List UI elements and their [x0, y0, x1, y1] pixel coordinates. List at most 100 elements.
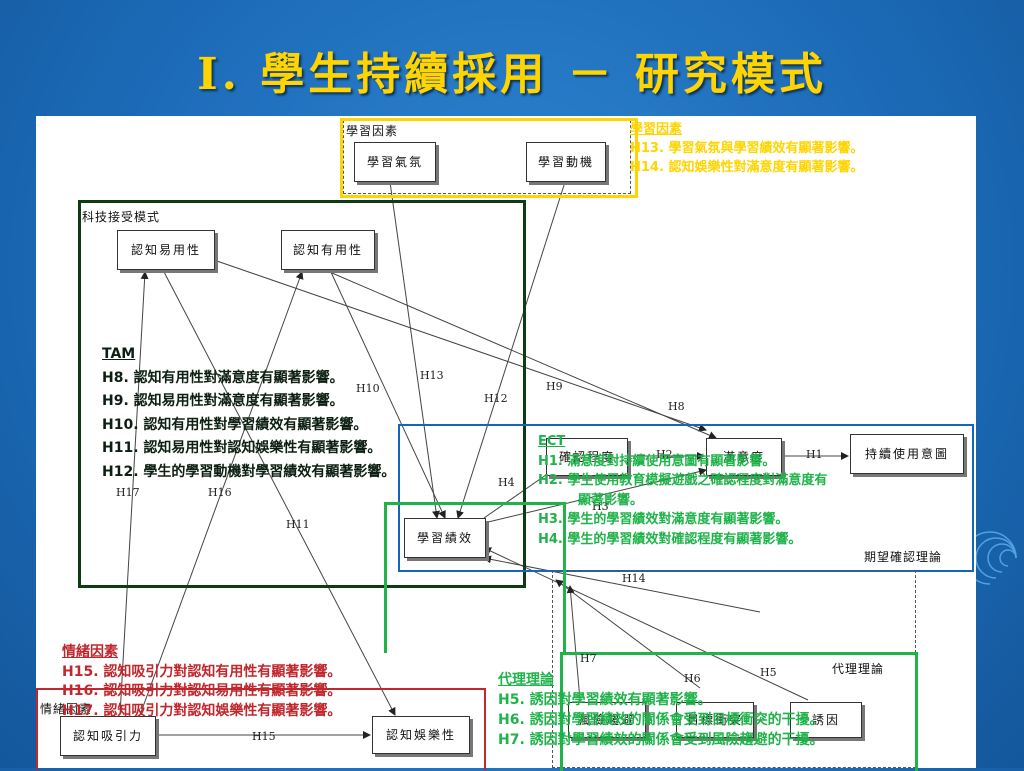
note-emotion-num-2: H17. — [62, 702, 99, 719]
region-label-tam: 科技接受模式 — [82, 208, 161, 225]
note-agency-num-0: H5. — [498, 692, 525, 708]
region-ect — [398, 424, 974, 572]
note-tam-num-2: H10. — [102, 416, 139, 433]
box-continuance: 持續使用意圖 — [850, 434, 964, 474]
note-agency-text-2: 誘因對學習績效的關係會受到風險趨避的干擾。 — [529, 732, 824, 748]
edge-label-h17: H17 — [116, 486, 140, 499]
note-tam-heading: TAM — [102, 346, 136, 362]
note-learning: 學習因素 H13. 學習氣氛與學習績效有顯著影響。 H14. 認知娛樂性對滿意度… — [630, 120, 863, 177]
edge-label-h15: H15 — [252, 730, 276, 743]
edge-label-h1: H1 — [806, 448, 823, 461]
note-ect-text-4: 學生的學習績效對確認程度有顯著影響。 — [567, 531, 802, 547]
note-agency: 代理理論 H5. 誘因對學習績效有顯著影響。 H6. 誘因對學習績效的關係會受到… — [498, 670, 824, 750]
region-emotion — [36, 688, 486, 770]
region-label-learning: 學習因素 — [346, 122, 399, 139]
note-agency-text-1: 誘因對學習績效的關係會受到目標衝突的干擾。 — [529, 712, 824, 728]
box-attraction: 認知吸引力 — [60, 716, 156, 756]
edge-h11 — [162, 269, 396, 716]
edge-h13 — [389, 181, 440, 519]
box-performance: 學習績效 — [404, 518, 486, 558]
box-enjoyment: 認知娛樂性 — [372, 716, 470, 754]
edge-label-h6: H6 — [684, 672, 701, 685]
note-ect-num-0: H1. — [538, 453, 563, 469]
note-ect-text-3: 學生的學習績效對滿意度有顯著影響。 — [567, 512, 789, 527]
edge-label-h9: H9 — [546, 380, 563, 393]
edge-label-h11: H11 — [286, 518, 310, 531]
region-label-emotion: 情緒因素 — [40, 700, 93, 717]
edge-h7 — [566, 585, 581, 701]
note-emotion-num-1: H16. — [62, 683, 99, 699]
note-agency-heading: 代理理論 — [498, 672, 554, 688]
note-ect: ECT H1. 滿意度對持續使用意圖有顯著影響。 H2. 學生使用教育模擬遊戲之… — [538, 432, 827, 549]
edge-label-h4: H4 — [498, 476, 515, 489]
region-green-path — [384, 502, 566, 653]
edge-h17 — [119, 271, 149, 716]
note-tam-text-0: 認知有用性對滿意度有顯著影響。 — [133, 369, 344, 386]
note-ect-text-1: 學生使用教育模擬遊戲之確認程度對滿意度有 — [567, 473, 828, 488]
region-label-agency: 代理理論 — [832, 660, 885, 677]
edge-label-h2: H2 — [656, 448, 673, 461]
note-agency-text-0: 誘因對學習績效有顯著影響。 — [529, 692, 712, 708]
diagram-panel — [36, 116, 976, 768]
edge-h3 — [483, 467, 707, 524]
edge-label-h14: H14 — [622, 572, 646, 585]
edge-label-h8: H8 — [668, 400, 685, 413]
edge-h14 — [483, 555, 761, 613]
edge-label-h10: H10 — [356, 382, 380, 395]
note-ect-num-4: H4. — [538, 531, 563, 547]
box-atmosphere: 學習氣氛 — [354, 142, 436, 182]
note-tam-num-3: H11. — [102, 440, 139, 456]
region-learning-highlight — [340, 118, 638, 198]
edge-label-h5: H5 — [760, 666, 777, 679]
region-tam — [78, 200, 526, 588]
note-tam-num-4: H12. — [102, 463, 139, 480]
edge-label-h3: H3 — [592, 500, 609, 513]
note-emotion: 情緒因素 H15. 認知吸引力對認知有用性有顯著影響。 H16. 認知吸引力對認… — [62, 643, 341, 721]
edge-label-h16: H16 — [208, 486, 232, 499]
edge-h10 — [329, 269, 446, 519]
note-learning-text-0: 學習氣氛與學習績效有顯著影響。 — [668, 141, 864, 156]
note-tam-num-0: H8. — [102, 369, 129, 386]
box-usefulness: 認知有用性 — [281, 230, 375, 270]
note-emotion-text-1: 認知吸引力對認知易用性有顯著影響。 — [103, 683, 342, 699]
edge-h16 — [139, 271, 304, 716]
box-risk: 風險趨避 — [568, 702, 646, 738]
edge-h6 — [555, 579, 701, 689]
box-ease: 認知易用性 — [117, 230, 215, 270]
note-emotion-text-2: 認知吸引力對認知娛樂性有顯著影響。 — [103, 702, 342, 719]
slide-title: I. 學生持續採用 － 研究模式 — [197, 49, 827, 100]
box-confirmation: 確認程度 — [546, 438, 628, 476]
note-tam-text-4: 學生的學習動機對學習績效有顯著影響。 — [143, 463, 396, 480]
note-agency-num-1: H6. — [498, 712, 525, 728]
note-tam: TAM H8. 認知有用性對滿意度有顯著影響。 H9. 認知易用性對滿意度有顯著… — [102, 343, 395, 484]
box-goal: 目標衝突 — [676, 702, 754, 738]
note-tam-num-1: H9. — [102, 393, 129, 409]
note-tam-text-1: 認知易用性對滿意度有顯著影響。 — [133, 393, 344, 409]
note-learning-num-0: H13. — [630, 141, 664, 156]
edge-label-h13: H13 — [420, 369, 444, 382]
note-learning-num-1: H14. — [630, 160, 664, 175]
region-label-ect: 期望確認理論 — [864, 548, 943, 565]
note-ect-num-1: H2. — [538, 473, 563, 488]
note-tam-text-3: 認知易用性對認知娛樂性有顯著影響。 — [143, 440, 382, 456]
box-incentive: 誘因 — [790, 702, 862, 738]
note-emotion-num-0: H15. — [62, 663, 99, 680]
edge-h5 — [483, 547, 809, 701]
edge-h4 — [483, 467, 557, 519]
note-learning-heading: 學習因素 — [630, 122, 683, 137]
note-agency-num-2: H7. — [498, 732, 525, 748]
box-motivation: 學習動機 — [526, 142, 606, 182]
note-learning-text-1: 認知娛樂性對滿意度有顯著影響。 — [668, 160, 864, 175]
region-green-lower — [560, 652, 918, 771]
edge-label-h12: H12 — [484, 392, 508, 405]
box-satisfaction: 滿意度 — [706, 438, 782, 476]
note-emotion-heading: 情緒因素 — [62, 644, 118, 660]
note-tam-text-2: 認知有用性對學習績效有顯著影響。 — [143, 416, 368, 433]
note-emotion-text-0: 認知吸引力對認知有用性有顯著影響。 — [103, 663, 342, 680]
edge-h8 — [324, 269, 717, 439]
swirl-decoration-icon — [976, 531, 1017, 585]
note-ect-num-3: H3. — [538, 512, 563, 527]
edge-label-h7: H7 — [580, 652, 597, 665]
note-ect-text-0: 滿意度對持續使用意圖有顯著影響。 — [567, 453, 776, 469]
